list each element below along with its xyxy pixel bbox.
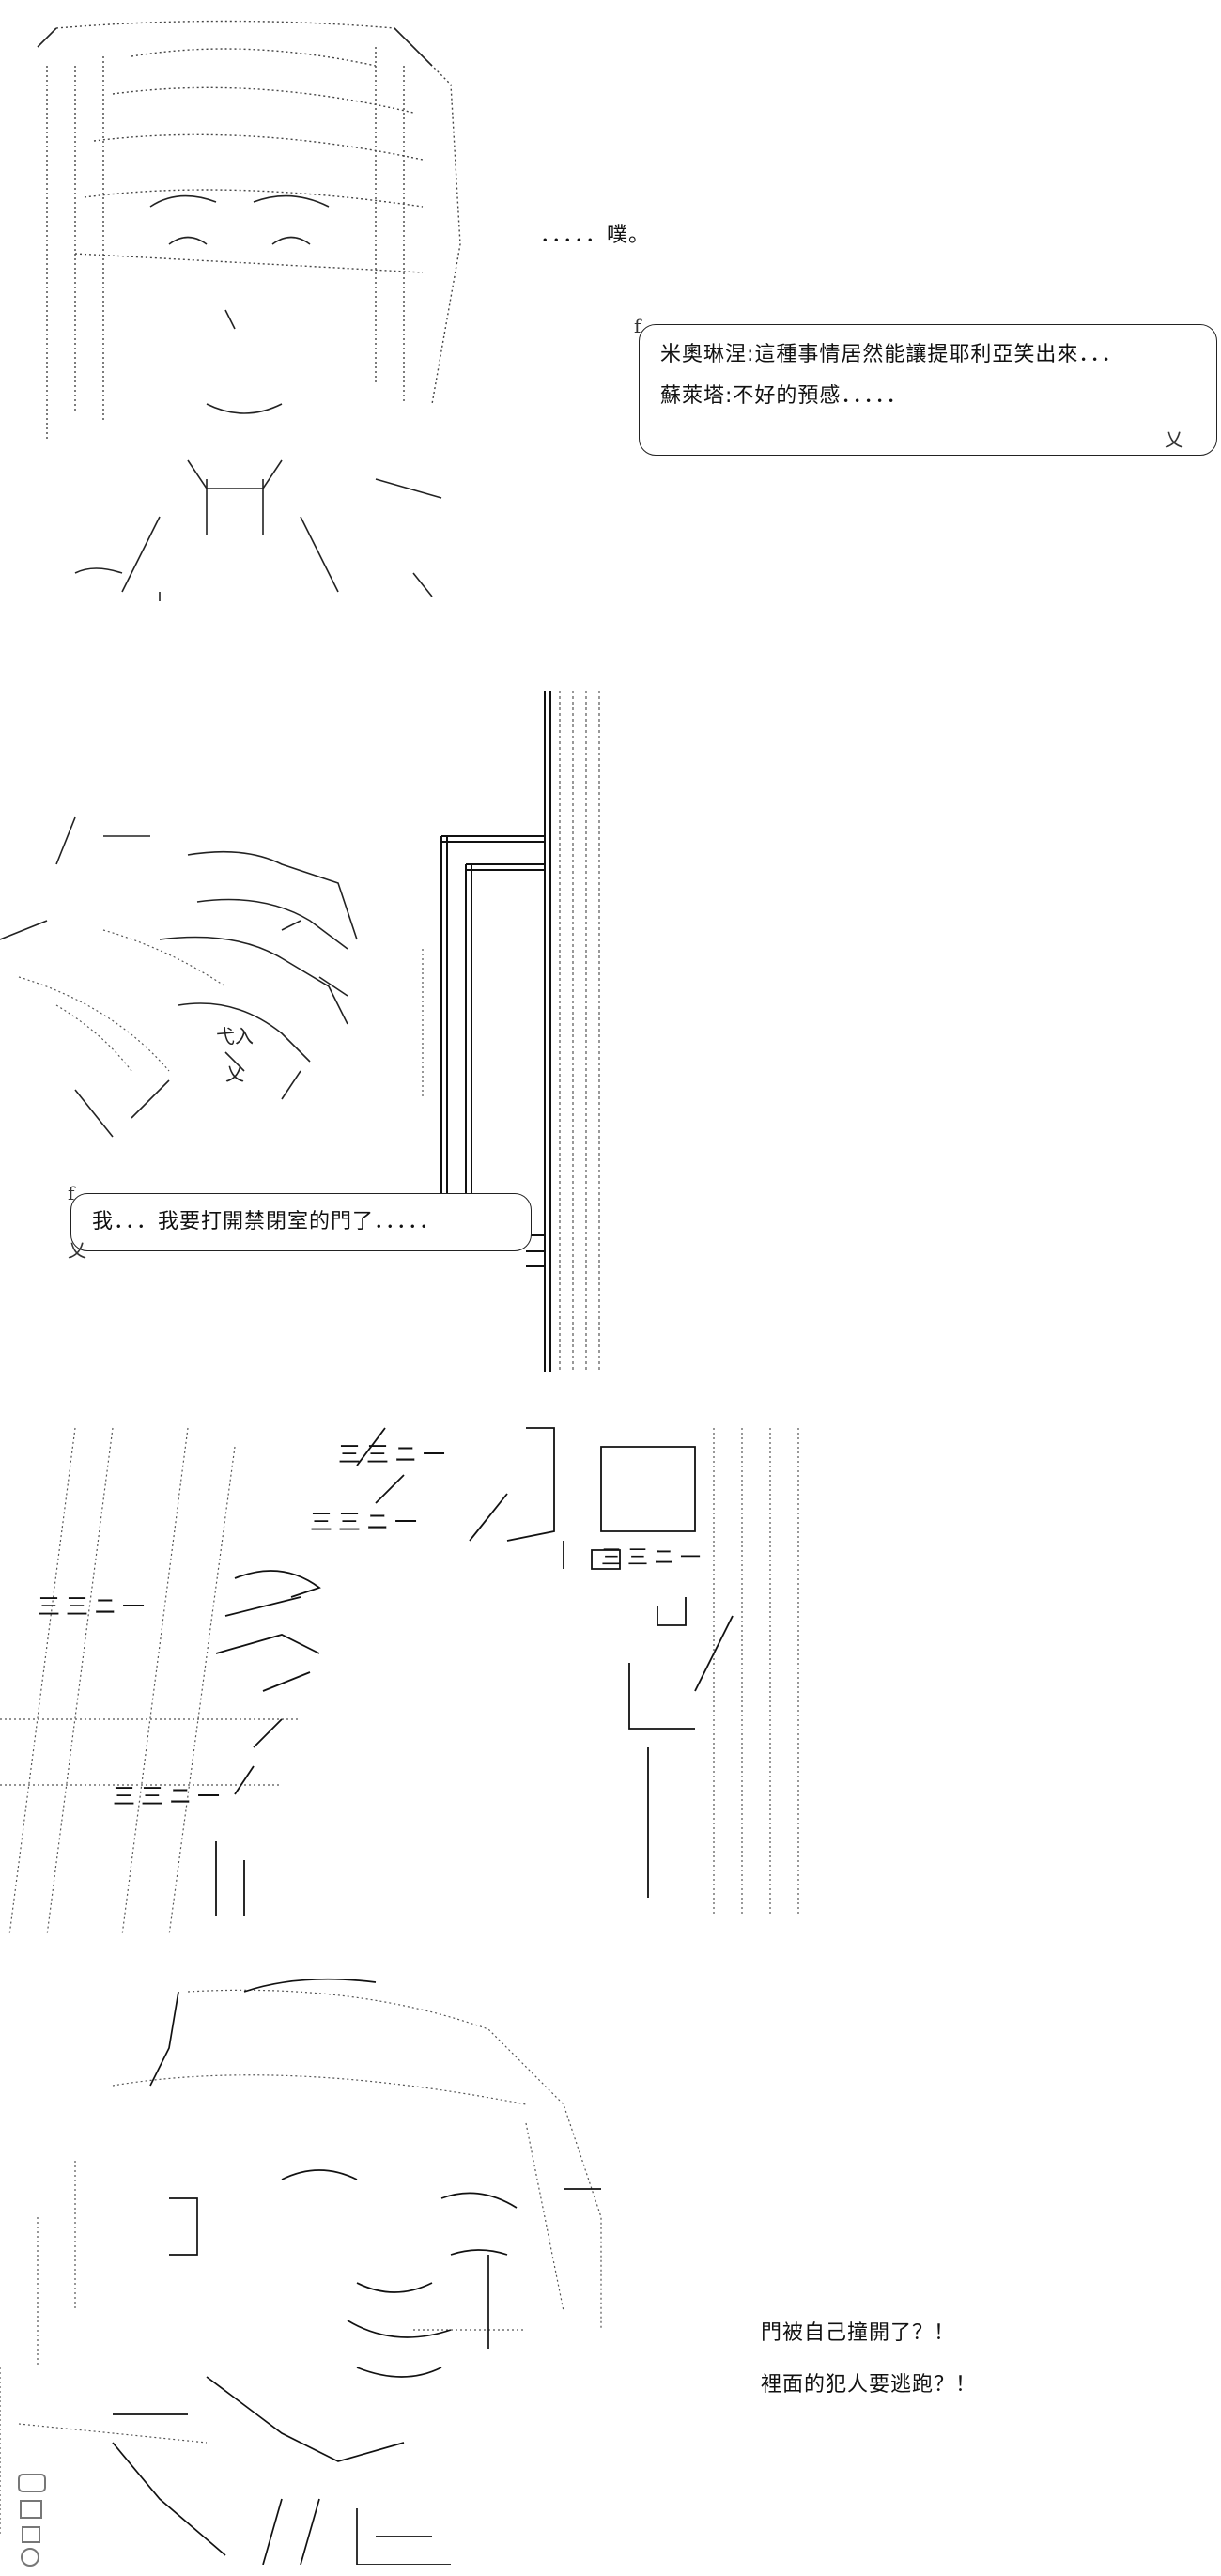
bubble-corner-bottom-2: 乂 [68, 1239, 86, 1262]
dialogue-bubble-1: 米奧琳涅:這種事情居然能讓提耶利亞笑出來．．． 蘇萊塔:不好的預感．．．．． [639, 324, 1217, 456]
panel-2: 弋入 乂 [0, 686, 1221, 1390]
art-drawing-4 [0, 1978, 602, 2565]
bubble-corner-top-2: f [68, 1182, 75, 1204]
ascii-art-door-break [0, 1409, 827, 1935]
bubble-line-1: 米奧琳涅:這種事情居然能讓提耶利亞笑出來．．． [660, 343, 1123, 366]
bubble-corner-top: f [634, 315, 641, 337]
panel-3: 三三ニ一 三三ニ一 三三ニ一 三三ニ一 三三ニ一 [0, 1409, 1221, 1935]
ascii-art-hand: 弋入 乂 [0, 761, 432, 1174]
dmzj-logo-icon [9, 2469, 66, 2572]
sound-effect-4: 三三ニ一 [113, 1783, 225, 1809]
bubble-corner-bottom: 乂 [1165, 428, 1183, 451]
ascii-art-character-2 [0, 1973, 639, 2565]
art-drawing-3 [0, 1427, 799, 1935]
art-drawing-1 [37, 20, 461, 601]
sound-effect-2: 三三ニ一 [310, 1509, 423, 1535]
art-glyph-1: 弋入 [216, 1025, 254, 1047]
sound-effect-3: 三三ニ一 [38, 1593, 150, 1620]
narration-line-2: 裡面的犯人要逃跑？！ [761, 2373, 978, 2397]
bubble-line-2: 蘇萊塔:不好的預感．．．．． [660, 384, 908, 408]
sound-effect-5: 三三ニ一 [601, 1546, 707, 1570]
dialogue-bubble-2: 我．．．我要打開禁閉室的門了．．．．． [70, 1193, 532, 1251]
ascii-art-character-1 [19, 9, 470, 611]
bubble-line-3: 我．．．我要打開禁閉室的門了．．．．． [92, 1210, 441, 1234]
art-drawing-2: 弋入 乂 [0, 816, 424, 1138]
door-frame-art [432, 686, 676, 1390]
narration-line-1: 門被自己撞開了？！ [761, 2321, 956, 2345]
thought-text: ．．．．．噗。 [540, 224, 651, 247]
sound-effect-1: 三三ニ一 [338, 1441, 451, 1467]
art-glyph-2: 乂 [225, 1063, 244, 1085]
panel-4: 門被自己撞開了？！ 裡面的犯人要逃跑？！ [0, 1954, 1221, 2574]
art-drawing-door [440, 691, 600, 1372]
panel-1: ．．．．．噗。 米奧琳涅:這種事情居然能讓提耶利亞笑出來．．． 蘇萊塔:不好的預… [0, 0, 1221, 639]
